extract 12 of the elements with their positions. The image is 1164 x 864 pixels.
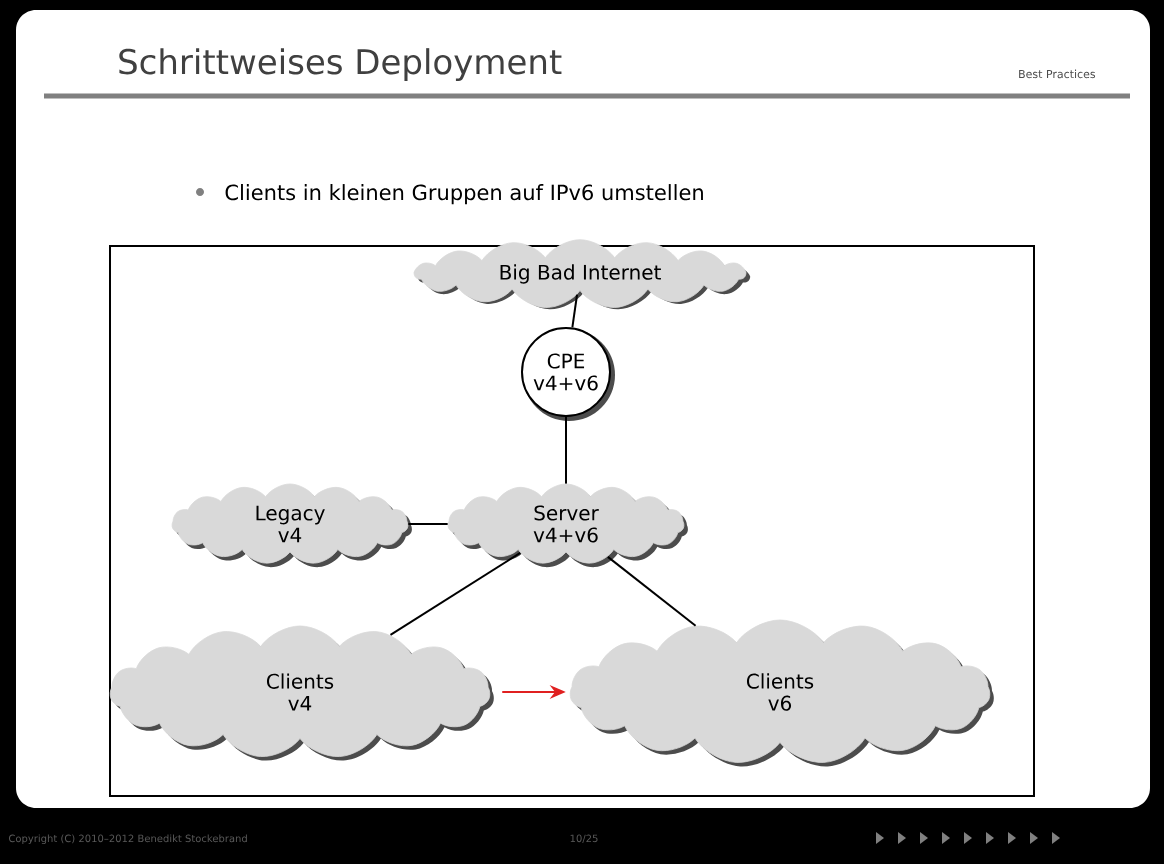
cloud-node: Big Bad Internet [413,239,751,310]
slide-title: Schrittweises Deployment [119,48,562,82]
cloud-node: Clients v4 [109,625,494,761]
connector-line [407,523,449,525]
connector-line [571,293,579,329]
connector-line [606,555,697,627]
connector-line [389,551,522,636]
cloud-node: Clients v6 [569,619,994,767]
cloud-node: Legacy v4 [171,483,412,568]
bullet-text: Clients in kleinen Gruppen auf IPv6 umstellen [225,184,703,205]
cloud-node: Server v4+v6 [447,483,688,568]
connector-line [565,416,567,485]
